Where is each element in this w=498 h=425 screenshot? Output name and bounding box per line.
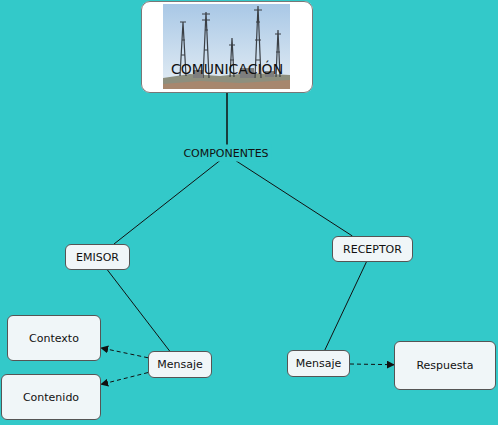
concept-box: Respuesta: [394, 341, 496, 390]
photo-frame: [141, 1, 313, 93]
node-text: Mensaje: [296, 357, 342, 370]
connector-line: [107, 270, 169, 351]
node-text: Contenido: [23, 391, 79, 404]
antenna-photo: [163, 4, 290, 89]
node-text: RECEPTOR: [343, 243, 402, 256]
concept-box: Contenido: [1, 374, 101, 420]
connector-line: [114, 93, 227, 244]
concept-box: Mensaje: [287, 350, 350, 377]
title-box: COMUNICACIÓN: [141, 1, 313, 93]
concept-box: Contexto: [7, 315, 101, 361]
linking-phrase: COMPONENTES: [180, 145, 271, 162]
connector-line: [325, 262, 367, 350]
connector-line: [227, 93, 352, 236]
dashed-arrow: [350, 363, 394, 365]
concept-box: Mensaje: [148, 351, 212, 378]
node-text: Contexto: [29, 332, 79, 345]
node-text: Respuesta: [416, 359, 473, 372]
concept-box: EMISOR: [65, 244, 130, 270]
concept-box: RECEPTOR: [332, 236, 413, 262]
node-text: EMISOR: [76, 251, 119, 264]
dashed-arrow: [101, 373, 148, 385]
node-text: Mensaje: [157, 358, 203, 371]
node-text: COMUNICACIÓN: [171, 61, 283, 77]
dashed-arrow: [101, 348, 148, 358]
